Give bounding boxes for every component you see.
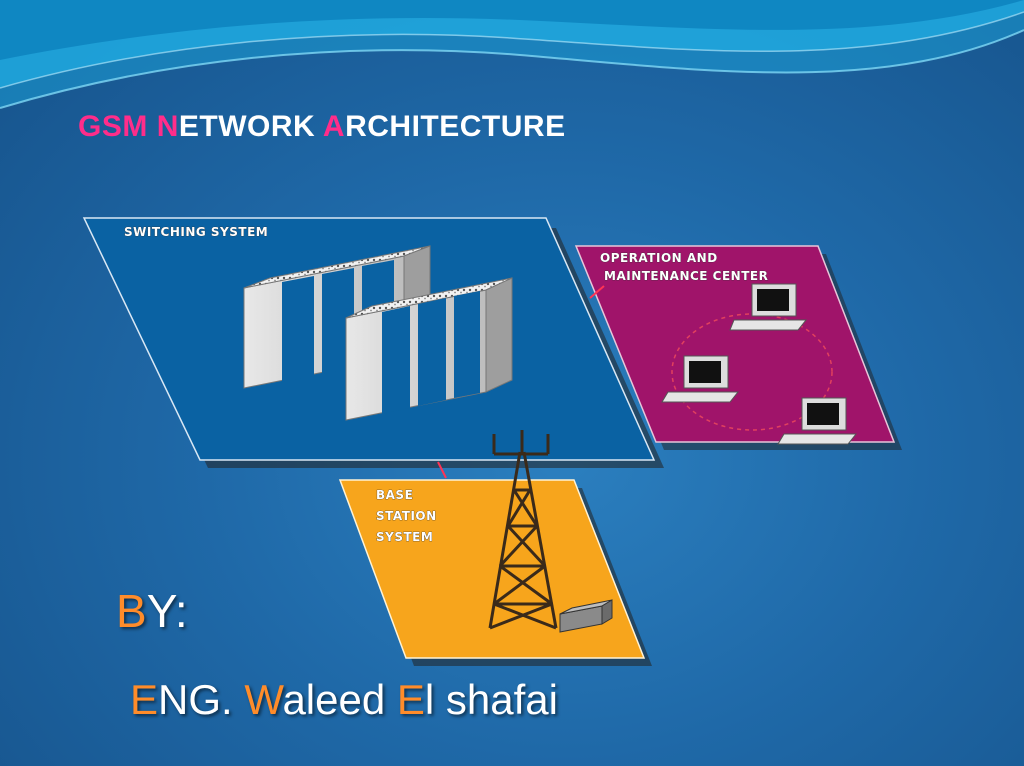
bss-label-line1: BASE [376,488,413,502]
author-name: ENG. Waleed El shafai [130,676,558,724]
omc-ring-link [671,313,833,431]
computer-icon [777,397,858,445]
slide-title: GSM NETWORK ARCHITECTURE [78,110,566,144]
switching-system-panel: SWITCHING SYSTEM [82,217,664,468]
title-segment-etwork: ETWORK [178,110,323,143]
author-segment-ng: NG. [158,676,245,723]
author-letter-w: W [244,676,283,723]
author-segment-aleed: aleed [282,676,397,723]
bss-label-line2: STATION [376,509,437,523]
switch-rack-front [345,277,513,421]
by-rest: Y: [146,585,188,637]
base-station-box [559,599,613,633]
title-segment-sm: SM [101,110,157,143]
title-segment-rchitecture: RCHITECTURE [345,110,566,143]
bss-label-line3: SYSTEM [376,530,433,544]
by-label: BY: [116,584,188,638]
title-letter-a: A [322,110,346,143]
omc-plane [574,245,896,443]
author-segment-shafai: l shafai [424,676,558,723]
author-letter-e: E [130,676,159,723]
bss-link-marker [437,461,447,479]
header-waves [0,0,1024,109]
computer-icon [729,283,808,331]
title-letter-g: G [78,110,102,143]
omc-label-line2: MAINTENANCE CENTER [604,269,768,283]
omc-panel: OPERATION AND MAINTENANCE CENTER [574,245,902,450]
bss-plane [338,479,646,659]
by-letter-b: B [116,585,147,637]
computer-icon [661,355,740,403]
bss-panel: BASE STATION SYSTEM [338,430,652,666]
omc-label-line1: OPERATION AND [600,251,718,265]
author-letter-el: E [396,676,425,723]
omc-link-marker [589,285,605,299]
title-letter-n: N [156,110,179,143]
antenna-tower-icon [488,430,558,630]
switching-system-label: SWITCHING SYSTEM [124,225,268,239]
